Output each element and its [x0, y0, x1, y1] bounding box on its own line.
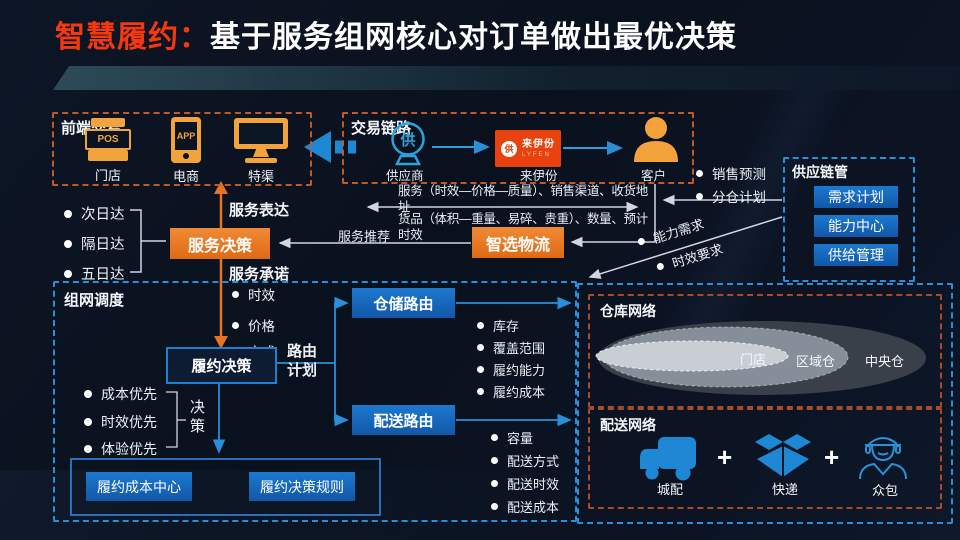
service-info-text: 服务（时效—价格—质量）、销售渠道、收货地址 — [398, 184, 648, 214]
route-branch-warehouse — [274, 296, 349, 364]
express-label: 快递 — [772, 482, 799, 497]
wh-bullet-cost: 履约成本 — [477, 382, 545, 401]
pos-terminal-icon: POS — [85, 118, 131, 162]
supplier-label: 供应商 — [386, 169, 424, 183]
factor-price: 价格 — [232, 315, 275, 335]
plus-sign: + — [717, 442, 733, 472]
supply-chain-label: 供应链管 — [792, 164, 848, 180]
channel-ecommerce-label: 电商 — [172, 169, 199, 184]
ring-central-label: 中央仓 — [865, 354, 905, 369]
options-bracket — [130, 209, 166, 273]
route-plan-label: 路由计划 — [287, 343, 318, 379]
dl-bullet-mode: 配送方式 — [491, 451, 559, 470]
channel-special-label: 特渠 — [247, 169, 274, 184]
dl-bullet-cost: 配送成本 — [491, 497, 559, 516]
network-dispatch-box: 组网调度 — [53, 281, 577, 522]
crowdsource-label: 众包 — [872, 483, 899, 498]
flow-arrow-left — [304, 131, 356, 163]
priority-cost: 成本优先 — [84, 384, 157, 404]
brand-mascot-icon: 供 — [501, 140, 517, 157]
warehouse-network-label: 仓库网络 — [600, 303, 656, 319]
title-rest: 基于服务组网核心对订单做出最优决策 — [210, 21, 737, 54]
ring-regional-label: 区域仓 — [796, 354, 836, 369]
warehouse-rings — [595, 321, 926, 395]
supplier-seal-icon: 供 — [391, 122, 425, 166]
decision-label: 决策 — [190, 399, 206, 435]
wh-bullet-stock: 库存 — [477, 316, 519, 335]
ring-store-label: 门店 — [740, 352, 767, 367]
network-outer-box — [577, 283, 953, 524]
service-flow-line — [214, 181, 228, 349]
delivery-network-label: 配送网络 — [600, 417, 656, 433]
warehouse-plan-bullet: 分仓计划 — [696, 186, 766, 206]
fulfillment-decision-box: 履约决策 — [166, 347, 277, 384]
service-recommend-label: 服务推荐 — [338, 229, 391, 244]
network-dispatch-label: 组网调度 — [64, 292, 125, 309]
channel-store: POS 门店 — [80, 118, 136, 184]
goods-info-text: 货品（体积—重量、易碎、贵重）、数量、预计时效 — [398, 212, 648, 242]
monitor-icon — [234, 118, 288, 163]
brand-logo: 供 来伊份 LYFEN — [495, 130, 561, 167]
supply-manage-button: 供给管理 — [814, 244, 898, 266]
trade-chain-box: 交易链路 — [342, 112, 694, 184]
capability-demand-line — [588, 216, 783, 279]
app-phone-icon: APP — [171, 117, 201, 163]
service-express-label: 服务表达 — [229, 202, 290, 219]
dl-bullet-capacity: 容量 — [491, 428, 533, 447]
plus-sign: + — [824, 442, 840, 472]
delivery-route-button: 配送路由 — [352, 405, 455, 435]
parcel-box-icon — [755, 434, 811, 477]
city-delivery-label: 城配 — [657, 482, 684, 497]
customer-icon — [634, 117, 678, 162]
brand-label: 来伊份 — [520, 169, 558, 183]
decision-rules-container: 履约成本中心 履约决策规则 — [70, 458, 381, 516]
option-alt-day: 隔日达 — [64, 233, 125, 254]
brand-logo-text: 来伊份 — [522, 138, 555, 150]
trade-chain-label: 交易链路 — [351, 120, 412, 137]
delivery-network-box: 配送网络 + + — [588, 408, 942, 509]
service-decision-button: 服务决策 — [170, 228, 270, 259]
page-title: 智慧履约：基于服务组网核心对订单做出最优决策 — [55, 12, 737, 56]
smart-logistics-button: 智选物流 — [472, 227, 564, 258]
channel-store-label: 门店 — [94, 168, 121, 183]
option-next-day: 次日达 — [64, 203, 125, 224]
warehouse-route-button: 仓储路由 — [352, 288, 455, 318]
wh-bullet-coverage: 覆盖范围 — [477, 338, 545, 357]
priority-experience: 体验优先 — [84, 439, 157, 459]
priority-time: 时效优先 — [84, 412, 157, 432]
svg-text:供: 供 — [399, 131, 415, 149]
priority-bracket — [166, 391, 186, 448]
brand-logo-sub: LYFEN — [522, 151, 551, 158]
route-branch-delivery — [334, 363, 349, 427]
courier-icon — [859, 437, 907, 480]
customer-to-logistics-line — [570, 184, 656, 248]
customer-label: 客户 — [641, 169, 667, 183]
option-five-day: 五日达 — [64, 263, 125, 284]
service-promise-label: 服务承诺 — [229, 266, 290, 283]
fulfillment-cost-center-button: 履约成本中心 — [86, 472, 192, 501]
capability-center-button: 能力中心 — [814, 215, 898, 237]
supply-chain-box: 供应链管 需求计划 能力中心 供给管理 — [783, 157, 915, 282]
fulfillment-decision-rules-button: 履约决策规则 — [249, 472, 355, 501]
sales-forecast-bullet: 销售预测 — [696, 163, 766, 183]
title-highlight: 智慧履约： — [55, 21, 210, 54]
factor-time: 时效 — [232, 284, 275, 304]
wh-bullet-capability: 履约能力 — [477, 360, 545, 379]
channel-ecommerce: APP 电商 — [158, 117, 214, 185]
truck-icon — [640, 437, 696, 481]
channel-special: 特渠 — [230, 118, 292, 185]
warehouse-network-box: 仓库网络 门店 区域仓 中央仓 — [588, 294, 942, 408]
dl-bullet-time: 配送时效 — [491, 474, 559, 493]
demand-plan-button: 需求计划 — [814, 186, 898, 208]
